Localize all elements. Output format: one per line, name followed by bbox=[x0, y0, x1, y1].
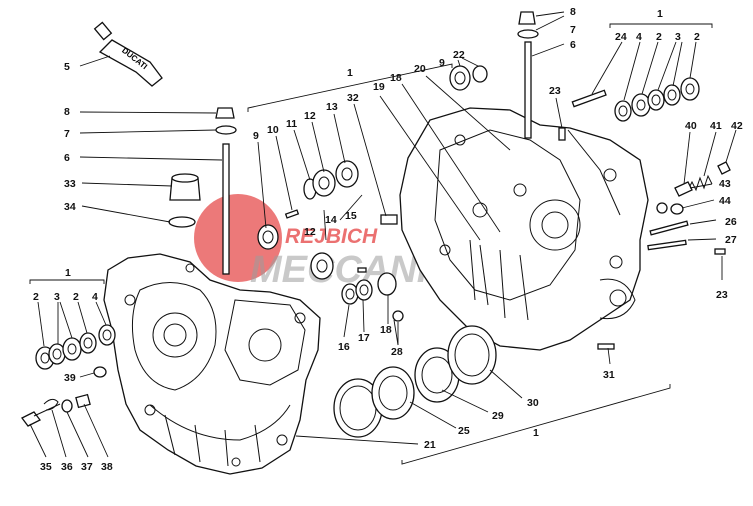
callout-1-top-right: 1 bbox=[657, 8, 663, 20]
callout-18-a: 18 bbox=[390, 72, 402, 84]
callout-4-right: 4 bbox=[636, 31, 642, 43]
callout-4-left: 4 bbox=[92, 291, 98, 303]
callout-34: 34 bbox=[64, 201, 76, 213]
callout-8-left: 8 bbox=[64, 106, 70, 118]
callout-17: 17 bbox=[358, 332, 370, 344]
callout-15: 15 bbox=[345, 210, 357, 222]
callout-12-a: 12 bbox=[304, 110, 316, 122]
callout-13: 13 bbox=[326, 101, 338, 113]
callout-25: 25 bbox=[458, 425, 470, 437]
callout-9-top: 9 bbox=[439, 57, 445, 69]
callout-23-right: 23 bbox=[716, 289, 728, 301]
watermark-red-disc bbox=[194, 194, 282, 282]
callout-2-right-b: 2 bbox=[694, 31, 700, 43]
callout-16: 16 bbox=[338, 341, 350, 353]
callout-40: 40 bbox=[685, 120, 697, 132]
right-stud-assembly bbox=[517, 11, 539, 139]
left-bearing-group bbox=[35, 324, 116, 370]
callout-18-b: 18 bbox=[380, 324, 392, 336]
right-pins bbox=[597, 220, 726, 350]
top-bearing-parts bbox=[449, 65, 488, 91]
callout-1-middle: 1 bbox=[347, 67, 353, 79]
callout-7-right: 7 bbox=[570, 24, 576, 36]
callout-1-bottom: 1 bbox=[533, 427, 539, 439]
callout-27: 27 bbox=[725, 234, 737, 246]
callout-7-left: 7 bbox=[64, 128, 70, 140]
right-bearing-group bbox=[571, 77, 700, 122]
callout-24: 24 bbox=[615, 31, 627, 43]
callout-44: 44 bbox=[719, 195, 731, 207]
callout-14: 14 bbox=[325, 214, 337, 226]
watermark-line1: REJBICH bbox=[285, 225, 378, 248]
callout-21: 21 bbox=[424, 439, 436, 451]
callout-10: 10 bbox=[267, 124, 279, 136]
pressure-valve-parts bbox=[656, 161, 731, 215]
callout-12-b: 12 bbox=[304, 226, 316, 238]
left-crankcase-half bbox=[103, 253, 321, 475]
callout-43: 43 bbox=[719, 178, 731, 190]
callout-5: 5 bbox=[64, 61, 70, 73]
callout-20: 20 bbox=[414, 63, 426, 75]
dowel-pin-top bbox=[558, 127, 566, 141]
callout-41: 41 bbox=[710, 120, 722, 132]
callout-2-left-b: 2 bbox=[73, 291, 79, 303]
middle-bearing-group bbox=[257, 160, 404, 322]
callout-23-top: 23 bbox=[549, 85, 561, 97]
right-crankcase-half bbox=[399, 107, 649, 351]
callout-2-left-a: 2 bbox=[33, 291, 39, 303]
callout-31: 31 bbox=[603, 369, 615, 381]
callout-3-right: 3 bbox=[675, 31, 681, 43]
callout-30: 30 bbox=[527, 397, 539, 409]
callout-28: 28 bbox=[391, 346, 403, 358]
callout-36: 36 bbox=[61, 461, 73, 473]
callout-32: 32 bbox=[347, 92, 359, 104]
callout-19: 19 bbox=[373, 81, 385, 93]
callout-2-right-a: 2 bbox=[656, 31, 662, 43]
callout-22: 22 bbox=[453, 49, 465, 61]
left-small-parts bbox=[21, 366, 107, 427]
callout-6-right: 6 bbox=[570, 39, 576, 51]
callout-29: 29 bbox=[492, 410, 504, 422]
leader-lines bbox=[29, 11, 737, 458]
callout-6-left: 6 bbox=[64, 152, 70, 164]
callout-8-right: 8 bbox=[570, 6, 576, 18]
callout-38: 38 bbox=[101, 461, 113, 473]
callout-39: 39 bbox=[64, 372, 76, 384]
callout-33: 33 bbox=[64, 178, 76, 190]
callout-42: 42 bbox=[731, 120, 743, 132]
callout-11: 11 bbox=[286, 118, 297, 130]
callout-1-left: 1 bbox=[65, 267, 71, 279]
callout-35: 35 bbox=[40, 461, 52, 473]
callout-3-left: 3 bbox=[54, 291, 60, 303]
callout-26: 26 bbox=[725, 216, 737, 228]
sealant-tube: DUCATI bbox=[93, 21, 163, 87]
callout-37: 37 bbox=[81, 461, 93, 473]
group-brackets bbox=[29, 23, 713, 465]
callout-numbers: 1 1 1 1 2 2 2 2 3 3 4 4 5 6 6 7 7 8 8 9 … bbox=[33, 6, 743, 473]
main-bearings bbox=[333, 325, 497, 438]
callout-9-middle: 9 bbox=[253, 130, 259, 142]
left-stud-assembly bbox=[168, 107, 237, 275]
